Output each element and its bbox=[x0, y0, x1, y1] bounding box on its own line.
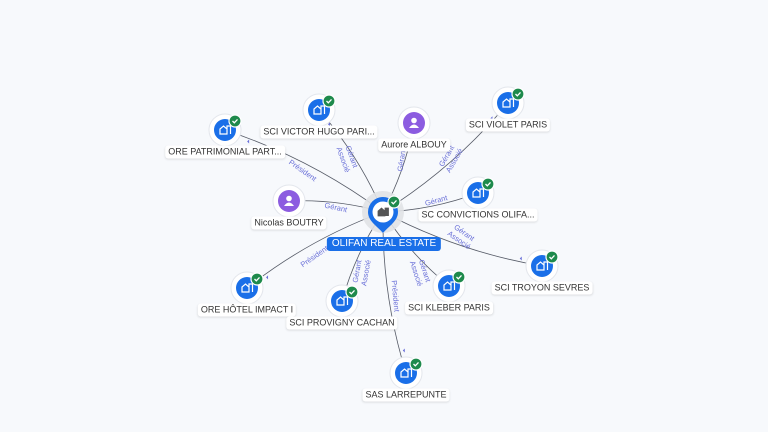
node-label[interactable]: SCI VICTOR HUGO PARI... bbox=[260, 125, 378, 139]
verified-check-icon bbox=[409, 357, 423, 371]
building-icon bbox=[219, 125, 232, 135]
arrow-icon bbox=[247, 139, 250, 144]
node-company[interactable] bbox=[302, 93, 336, 127]
relation-label: Président bbox=[299, 243, 331, 269]
arrow-icon bbox=[402, 348, 405, 353]
node-label[interactable]: SCI PROVIGNY CACHAN bbox=[286, 316, 398, 330]
building-icon bbox=[472, 188, 485, 198]
arrow-icon bbox=[519, 256, 522, 261]
node-label[interactable]: SCI VIOLET PARIS bbox=[465, 118, 551, 132]
arrow-icon bbox=[266, 275, 269, 280]
building-icon bbox=[377, 207, 389, 217]
person-icon bbox=[284, 195, 294, 206]
node-company[interactable] bbox=[389, 356, 423, 390]
node-label[interactable]: SCI TROYON SEVRES bbox=[491, 281, 593, 295]
node-label[interactable]: Nicolas BOUTRY bbox=[251, 216, 327, 230]
verified-check-icon bbox=[250, 272, 264, 286]
node-label[interactable]: Aurore ALBOUY bbox=[378, 138, 450, 152]
node-person[interactable] bbox=[397, 106, 431, 140]
arrow-icon bbox=[327, 122, 330, 127]
verified-check-icon bbox=[452, 270, 466, 284]
node-company[interactable] bbox=[208, 113, 242, 147]
node-company[interactable] bbox=[325, 284, 359, 318]
node-label[interactable]: ORE PATRIMONIAL PART... bbox=[165, 145, 285, 159]
building-icon bbox=[241, 283, 254, 293]
relation-label: Gérant bbox=[395, 147, 407, 172]
edge-label: Gérant bbox=[324, 201, 349, 215]
relation-label: Président bbox=[287, 158, 319, 184]
relation-label: Associé bbox=[359, 259, 372, 286]
verified-check-icon bbox=[228, 114, 242, 128]
building-icon bbox=[536, 261, 549, 271]
building-icon bbox=[502, 98, 515, 108]
center-node-label[interactable]: OLIFAN REAL ESTATE bbox=[326, 237, 442, 251]
node-person[interactable] bbox=[272, 184, 306, 218]
verified-check-icon bbox=[511, 87, 525, 101]
building-icon bbox=[336, 296, 349, 306]
node-company[interactable] bbox=[491, 86, 525, 120]
building-icon bbox=[400, 368, 413, 378]
edge-label: Président bbox=[299, 243, 331, 269]
relation-label: Gérant bbox=[324, 201, 349, 215]
node-company[interactable] bbox=[432, 269, 466, 303]
edge-line bbox=[224, 129, 384, 213]
node-label[interactable]: SC CONVICTIONS OLIFA... bbox=[418, 208, 538, 222]
verified-check-icon bbox=[387, 195, 401, 209]
building-icon bbox=[443, 281, 456, 291]
edge-label: Gérant bbox=[395, 147, 407, 172]
building-icon bbox=[313, 105, 326, 115]
edge-label: Président bbox=[287, 158, 319, 184]
center-node[interactable] bbox=[362, 191, 404, 233]
verified-check-icon bbox=[545, 250, 559, 264]
node-company[interactable] bbox=[461, 176, 495, 210]
verified-check-icon bbox=[345, 285, 359, 299]
relation-label: Gérant bbox=[351, 258, 364, 283]
node-company[interactable] bbox=[230, 271, 264, 305]
person-icon bbox=[409, 117, 419, 128]
verified-check-icon bbox=[322, 94, 336, 108]
node-label[interactable]: SAS LARREPUNTE bbox=[362, 388, 450, 402]
node-label[interactable]: SCI KLEBER PARIS bbox=[405, 301, 493, 315]
edge-label: Président bbox=[390, 280, 402, 313]
node-label[interactable]: ORE HÔTEL IMPACT I bbox=[197, 303, 297, 317]
verified-check-icon bbox=[481, 177, 495, 191]
relation-label: Président bbox=[390, 280, 402, 313]
node-company[interactable] bbox=[525, 249, 559, 283]
